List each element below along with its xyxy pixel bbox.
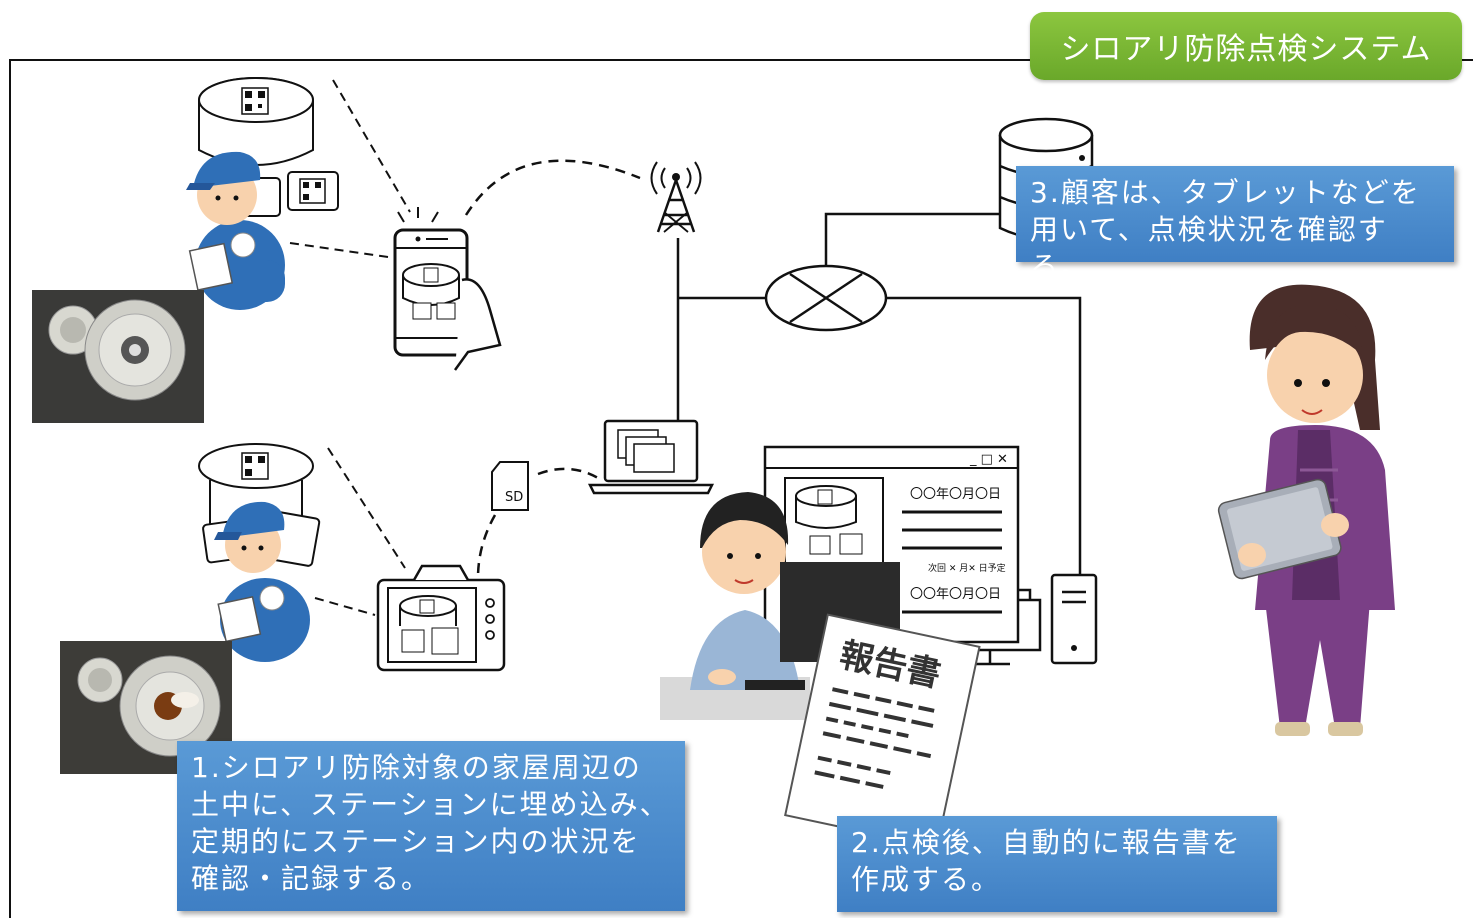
frame-border — [9, 59, 1473, 918]
report-document-icon — [784, 613, 981, 849]
router-icon — [764, 264, 888, 332]
sd-card-icon — [491, 461, 529, 511]
station-upper-illustration — [198, 77, 339, 217]
callout-step-2: 2.点検後、自動的に報告書を 作成する。 — [837, 816, 1277, 912]
worker-lower-illustration — [214, 501, 310, 662]
qr-code-icon — [241, 87, 269, 115]
station-lower-illustration — [198, 443, 321, 567]
station-photo-upper — [32, 290, 204, 423]
worker-upper-illustration — [186, 151, 285, 310]
laptop-icon — [587, 419, 715, 495]
customer-woman-illustration — [1217, 284, 1395, 736]
callout-step-3: 3.顧客は、タブレットなどを 用いて、点検状況を確認する。 — [1016, 166, 1454, 283]
callout-step-1: 1.シロアリ防除対象の家屋周辺の 土中に、ステーションに埋め込み、 定期的にステ… — [177, 741, 685, 911]
sd-card-label: SD — [505, 490, 523, 505]
report-date-2: 〇〇年〇月〇日 — [910, 587, 1001, 602]
server-tower-icon — [1050, 573, 1098, 665]
wireless-link-dashed — [464, 159, 641, 216]
system-title-badge: シロアリ防除点検システム — [1030, 12, 1462, 80]
smartphone-icon — [393, 207, 502, 371]
window-controls: _ □ ✕ — [969, 452, 1008, 467]
antenna-tower-icon — [650, 161, 702, 233]
report-next-date: 次回 ✕ 月✕ 日予定 — [928, 562, 1006, 574]
network-lines — [676, 212, 1082, 575]
report-date-1: 〇〇年〇月〇日 — [910, 487, 1001, 502]
camera-icon — [376, 564, 506, 672]
